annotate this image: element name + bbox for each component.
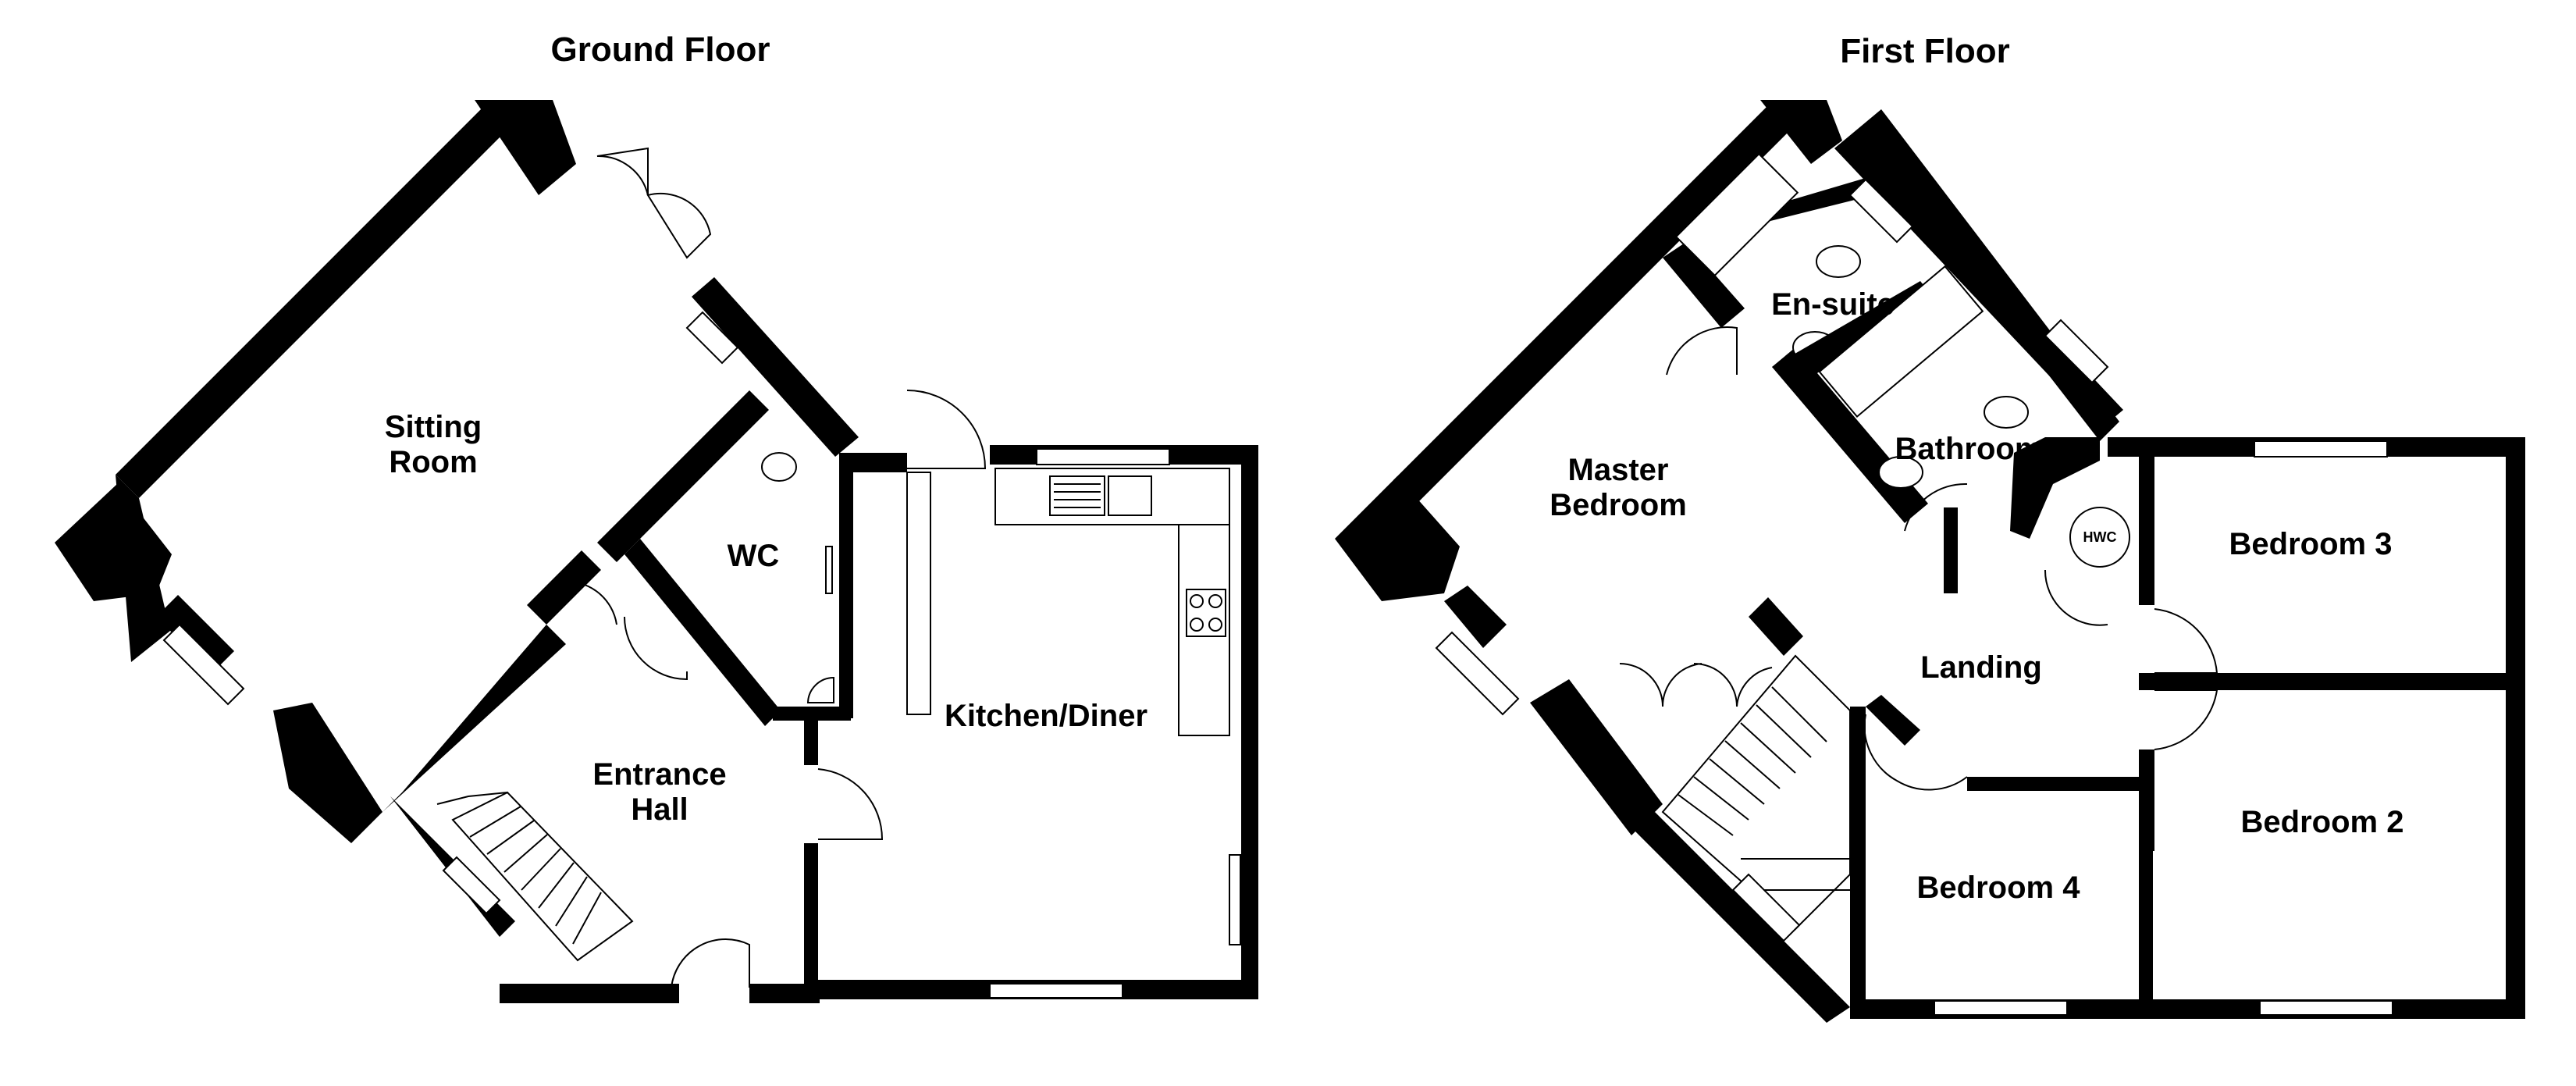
hwc-cupboard: HWC	[2010, 437, 2130, 626]
sitting-room-walls	[55, 100, 859, 843]
entrance-hall-label-1: Entrance	[592, 757, 726, 792]
first-floor: First Floor	[1335, 32, 2525, 1023]
bathroom-door	[1904, 482, 1968, 532]
bedroom-3-label: Bedroom 3	[2229, 527, 2393, 561]
bedroom-3-window	[2254, 440, 2388, 458]
hwc-label: HWC	[2083, 529, 2117, 545]
ensuite-window	[1848, 178, 1914, 244]
bathroom-basin	[1878, 456, 1923, 489]
landing-label: Landing	[1920, 650, 2042, 685]
master-bedroom-label-1: Master	[1568, 453, 1669, 487]
bathroom-bath	[1818, 265, 1984, 418]
ensuite-label: En-suite	[1771, 287, 1895, 322]
bathroom-toilet	[1984, 396, 2029, 429]
kitchen-window-side	[1229, 854, 1241, 945]
bedroom-2-label: Bedroom 2	[2241, 805, 2404, 839]
ensuite-toilet	[1816, 245, 1861, 278]
bedroom-2-door	[2154, 689, 2218, 750]
sitting-room-window	[162, 623, 245, 706]
bedroom-3-door	[2154, 608, 2218, 674]
bedroom-2-window	[2259, 1000, 2393, 1016]
sitting-room-patio-door-left	[596, 147, 649, 196]
kitchen-back-door	[906, 390, 987, 469]
ensuite-door	[1666, 326, 1738, 376]
first-floor-title: First Floor	[1840, 32, 2010, 70]
kitchen-window-bottom	[989, 983, 1123, 999]
stairs-window	[1731, 873, 1801, 942]
master-bedroom-window	[1435, 631, 1520, 716]
hall-window	[442, 856, 501, 915]
sitting-room-patio-door-right	[646, 193, 712, 259]
bedroom-4-window	[1934, 1000, 2068, 1016]
ensuite-bath	[1674, 152, 1799, 277]
entrance-hall-label-2: Hall	[631, 792, 688, 827]
bedroom-3-2-walls	[2108, 437, 2525, 1019]
wc-window	[825, 546, 833, 594]
ground-stairs	[436, 791, 634, 962]
master-bedroom-label-2: Bedroom	[1550, 488, 1687, 522]
kitchen-units	[906, 468, 1230, 736]
front-door	[671, 938, 750, 988]
bathroom-window	[2044, 319, 2109, 384]
wc-toilet	[761, 452, 797, 482]
hall-sitting-door	[561, 580, 617, 625]
sitting-room-side-window	[685, 311, 739, 365]
bathroom-label: Bathroom	[1895, 432, 2043, 466]
sitting-room-label-1: Sitting	[385, 410, 482, 444]
hall-kitchen-door	[817, 768, 884, 840]
bedroom-4-label: Bedroom 4	[1917, 871, 2081, 905]
wc-door	[624, 616, 688, 681]
bedroom-4-door	[1863, 714, 1968, 791]
kitchen-label: Kitchen/Diner	[945, 699, 1147, 733]
sitting-room-label-2: Room	[389, 445, 477, 479]
wardrobe	[1619, 663, 1773, 707]
wc-basin	[806, 676, 834, 703]
ground-floor: Ground Floor	[55, 30, 1258, 1003]
wc-label: WC	[728, 539, 780, 573]
ground-floor-title: Ground Floor	[550, 30, 770, 69]
landing-bedroom-4-walls	[1850, 695, 2147, 1019]
kitchen-window-top	[1036, 448, 1170, 465]
first-stairs	[1661, 654, 1851, 931]
wc-walls	[624, 453, 853, 726]
